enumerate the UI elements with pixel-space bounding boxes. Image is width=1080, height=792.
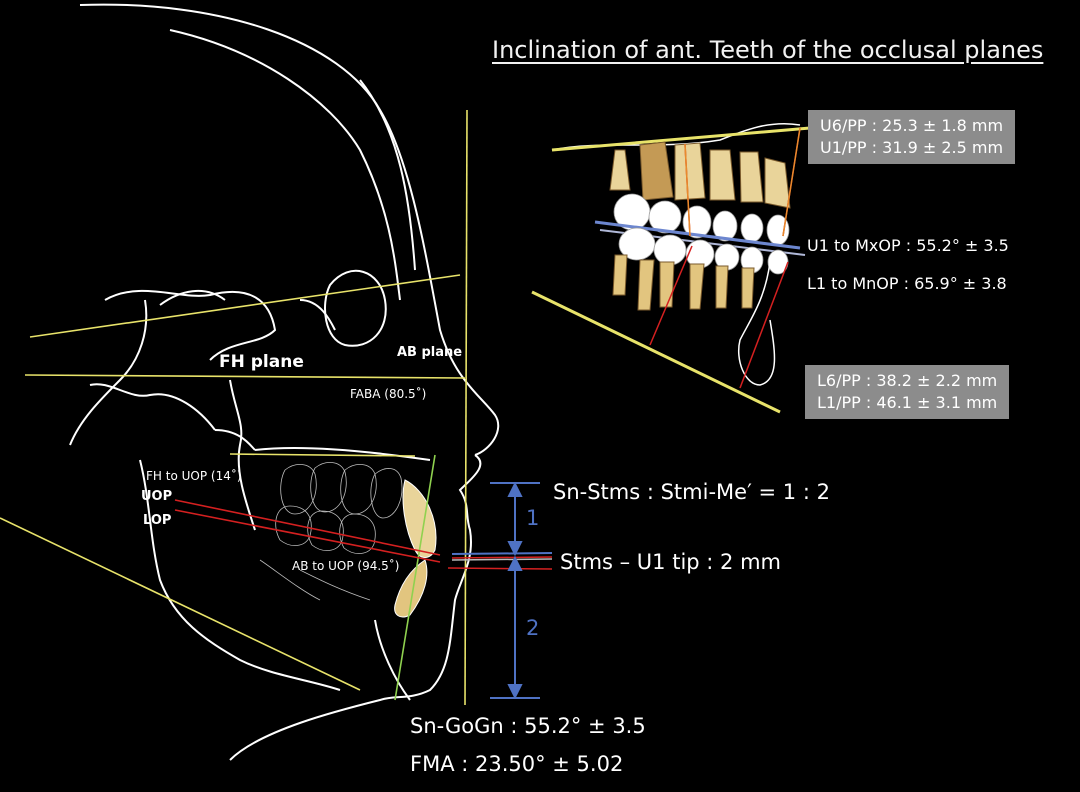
faba-label: FABA (80.5˚) xyxy=(350,387,427,401)
palatal-plane-line xyxy=(551,126,811,152)
ratio-part-2: 2 xyxy=(526,616,540,640)
ab-uop-label: AB to UOP (94.5˚) xyxy=(292,559,400,573)
ab-plane-line xyxy=(394,454,436,701)
l1-pp-label: L1/PP : 46.1 ± 3.1 mm xyxy=(817,393,998,412)
vertical-reference-line xyxy=(464,109,468,706)
l1-mnop-label: L1 to MnOP : 65.9° ± 3.8 xyxy=(807,274,1007,293)
stms-markers xyxy=(447,552,553,570)
upper-measure-box: U6/PP : 25.3 ± 1.8 mm U1/PP : 31.9 ± 2.5… xyxy=(808,110,1016,164)
lower-roots xyxy=(612,254,755,311)
mandibular-plane-line xyxy=(0,517,361,691)
fh-plane-line xyxy=(24,374,466,379)
reference-lines xyxy=(0,109,468,706)
dentition-sketch xyxy=(259,462,403,601)
teeth-panel xyxy=(531,122,811,414)
l6-pp-label: L6/PP : 38.2 ± 2.2 mm xyxy=(817,371,998,390)
ratio-arrows xyxy=(490,481,540,700)
uop-label: UOP xyxy=(141,489,173,504)
ratio-part-1: 1 xyxy=(526,506,540,530)
ratio-label: Sn-Stms : Stmi-Me′ = 1 : 2 xyxy=(553,480,830,504)
stms-label: Stms – U1 tip : 2 mm xyxy=(560,550,781,574)
sn-gogn-label: Sn-GoGn : 55.2° ± 3.5 xyxy=(410,714,646,738)
skull-outline xyxy=(69,3,500,761)
u1-mxop-label: U1 to MxOP : 55.2° ± 3.5 xyxy=(807,236,1009,255)
fh-plane-label: FH plane xyxy=(219,352,304,372)
lower-crowns xyxy=(618,227,789,275)
lower-incisor xyxy=(394,559,428,618)
ab-plane-label: AB plane xyxy=(397,345,463,360)
uop-line xyxy=(174,499,441,556)
mandibular-base-line xyxy=(531,290,781,414)
upper-reference-line xyxy=(29,274,461,338)
lop-label: LOP xyxy=(143,513,172,528)
palatal-line xyxy=(229,453,416,457)
lower-measure-box: L6/PP : 38.2 ± 2.2 mm L1/PP : 46.1 ± 3.1… xyxy=(805,365,1010,419)
mxop-line xyxy=(594,220,801,250)
diagram-title: Inclination of ant. Teeth of the occlusa… xyxy=(492,36,1044,64)
lop-line xyxy=(174,509,441,563)
fma-label: FMA : 23.50° ± 5.02 xyxy=(410,752,624,776)
upper-crowns xyxy=(613,193,790,246)
u1-pp-label: U1/PP : 31.9 ± 2.5 mm xyxy=(820,138,1004,157)
fh-uop-label: FH to UOP (14˚) xyxy=(146,469,242,483)
occlusal-lines xyxy=(174,499,441,563)
u6-pp-label: U6/PP : 25.3 ± 1.8 mm xyxy=(820,116,1004,135)
